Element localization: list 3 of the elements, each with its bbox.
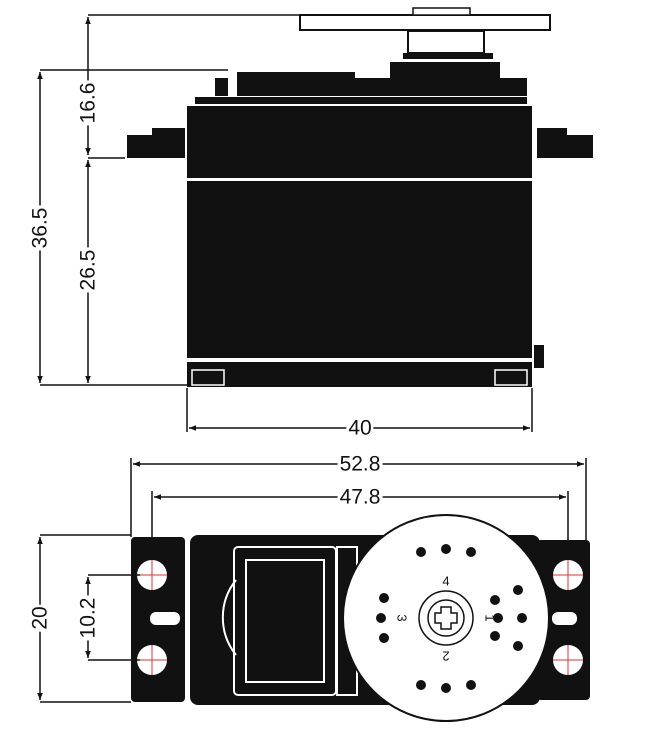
hole-number: 2 bbox=[442, 650, 450, 662]
hole-number: 3 bbox=[396, 614, 408, 622]
hole-number: 4 bbox=[442, 574, 450, 588]
